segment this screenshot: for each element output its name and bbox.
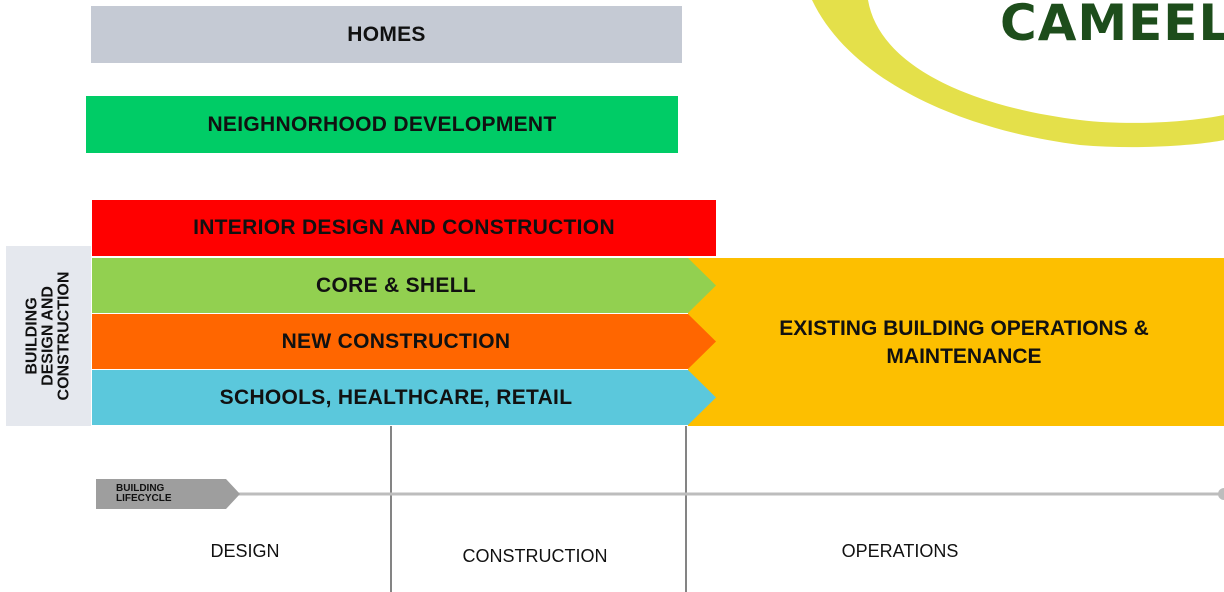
schools-label: SCHOOLS, HEALTHCARE, RETAIL	[219, 385, 573, 409]
lifecycle-line1: BUILDING	[116, 483, 165, 494]
core-shell-arrow	[92, 258, 716, 313]
new-construction-label: NEW CONSTRUCTION	[281, 329, 511, 353]
homes-band: HOMES	[91, 6, 682, 63]
existing-operations-label: EXISTING BUILDING OPERATIONS & MAINTENAN…	[724, 313, 1204, 373]
phase-construction-label: CONSTRUCTION	[462, 546, 608, 566]
timeline-end-dot	[1218, 488, 1224, 500]
logo-text: CAMEEL	[1000, 0, 1224, 52]
neighborhood-development-band: NEIGHNORHOOD DEVELOPMENT	[86, 96, 678, 153]
neighborhood-development-label: NEIGHNORHOOD DEVELOPMENT	[207, 112, 557, 136]
existing-line2: MAINTENANCE	[886, 345, 1042, 368]
new-construction-arrow	[92, 314, 716, 369]
phase-design-label: DESIGN	[210, 541, 280, 561]
core-shell-label: CORE & SHELL	[316, 273, 476, 297]
lifecycle-label: BUILDING LIFECYCLE	[96, 479, 226, 509]
lifecycle-line2: LIFECYCLE	[116, 493, 172, 504]
schools-arrow	[92, 370, 716, 425]
homes-label: HOMES	[347, 22, 426, 46]
existing-line1: EXISTING BUILDING OPERATIONS &	[779, 317, 1149, 340]
side-panel	[6, 246, 91, 426]
lifecycle-arrow-tag	[96, 479, 240, 509]
phase-operations-label: OPERATIONS	[841, 541, 959, 561]
interior-design-band: INTERIOR DESIGN AND CONSTRUCTION	[92, 200, 716, 256]
interior-design-label: INTERIOR DESIGN AND CONSTRUCTION	[193, 216, 615, 239]
existing-operations-block	[688, 258, 1224, 426]
